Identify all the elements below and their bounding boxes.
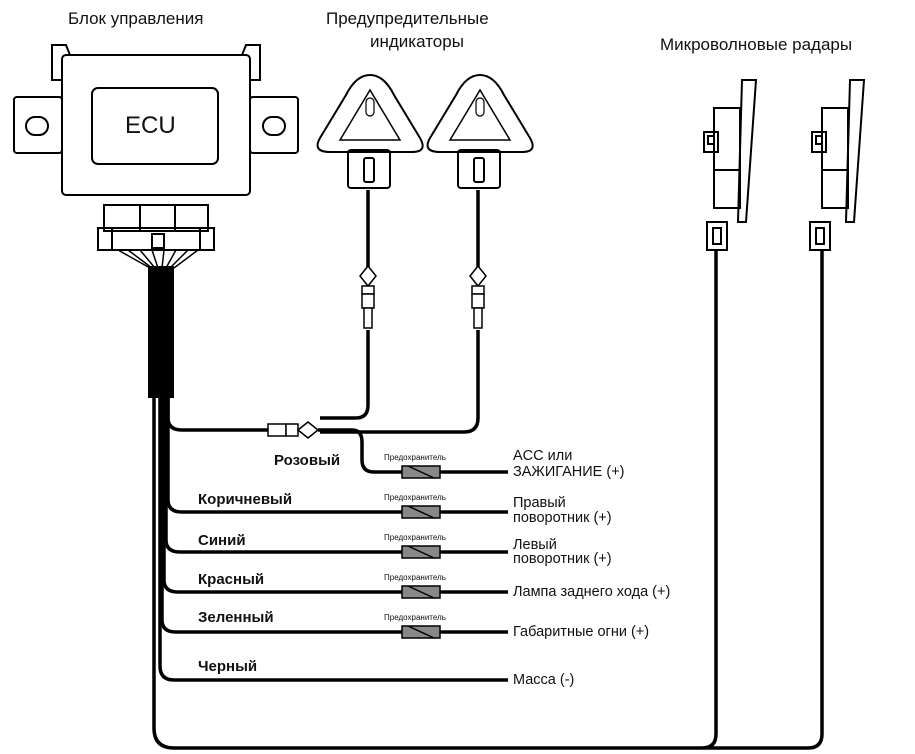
fuse-1: [401, 465, 441, 479]
fuse-label: Предохранитель: [384, 573, 446, 582]
fuse-label: Предохранитель: [384, 453, 446, 462]
fuse-3: [401, 545, 441, 559]
indicator-left-cable: [320, 190, 370, 420]
indicators-heading-line1: Предупредительные: [326, 9, 489, 28]
wire-brown: [166, 398, 508, 514]
warning-indicator-right: [426, 73, 534, 189]
dest-acc-line2: ЗАЖИГАНИЕ (+): [513, 464, 625, 480]
wire-black: [158, 398, 508, 682]
harness-joint-plug: [267, 421, 320, 439]
wire-name-brown: Коричневый: [198, 491, 293, 508]
wire-red: [162, 398, 508, 594]
fuse-4: [401, 585, 441, 599]
wire-name-green: Зеленный: [198, 609, 274, 626]
dest-right-turn-line2: поворотник (+): [513, 510, 612, 526]
dest-left-turn-line2: поворотник (+): [513, 551, 612, 567]
fuse-label: Предохранитель: [384, 613, 446, 622]
ecu-connector: [103, 204, 209, 232]
indicator-left-plug: [359, 264, 377, 329]
microwave-radar-right: [809, 79, 866, 251]
wire-harness: [148, 266, 174, 398]
dest-acc-line1: ACC или: [513, 448, 573, 464]
dest-left-turn-line1: Левый: [513, 537, 557, 553]
wire-name-blue: Синий: [198, 532, 246, 549]
warning-indicator-left: [316, 73, 424, 189]
fuse-5: [401, 625, 441, 639]
radar-cable: [152, 250, 824, 750]
dest-reverse-lamp: Лампа заднего хода (+): [513, 584, 671, 600]
radars-heading: Микроволновые радары: [660, 35, 853, 54]
wire-blue: [164, 398, 508, 554]
fuse-label: Предохранитель: [384, 493, 446, 502]
ecu-inner-panel: [91, 87, 219, 165]
ecu-mount-right: [249, 96, 299, 154]
indicators-heading-line2: индикаторы: [370, 32, 464, 51]
dest-right-turn-line1: Правый: [513, 495, 566, 511]
fuse-label: Предохранитель: [384, 533, 446, 542]
dest-ground: Масса (-): [513, 672, 575, 688]
dest-parking-lights: Габаритные огни (+): [513, 624, 650, 640]
wire-name-red: Красный: [198, 571, 265, 588]
ecu-label: ECU: [125, 112, 176, 139]
microwave-radar-left: [703, 79, 758, 251]
wire-name-pink: Розовый: [274, 452, 341, 469]
wire-pink: [318, 428, 508, 474]
indicator-right-plug: [469, 264, 487, 329]
wire-green: [160, 398, 508, 634]
ecu-block-heading: Блок управления: [68, 9, 204, 28]
wire-name-black: Черный: [198, 658, 258, 675]
ecu-mount-left: [13, 96, 63, 154]
indicator-right-cable: [320, 190, 480, 434]
fuse-2: [401, 505, 441, 519]
